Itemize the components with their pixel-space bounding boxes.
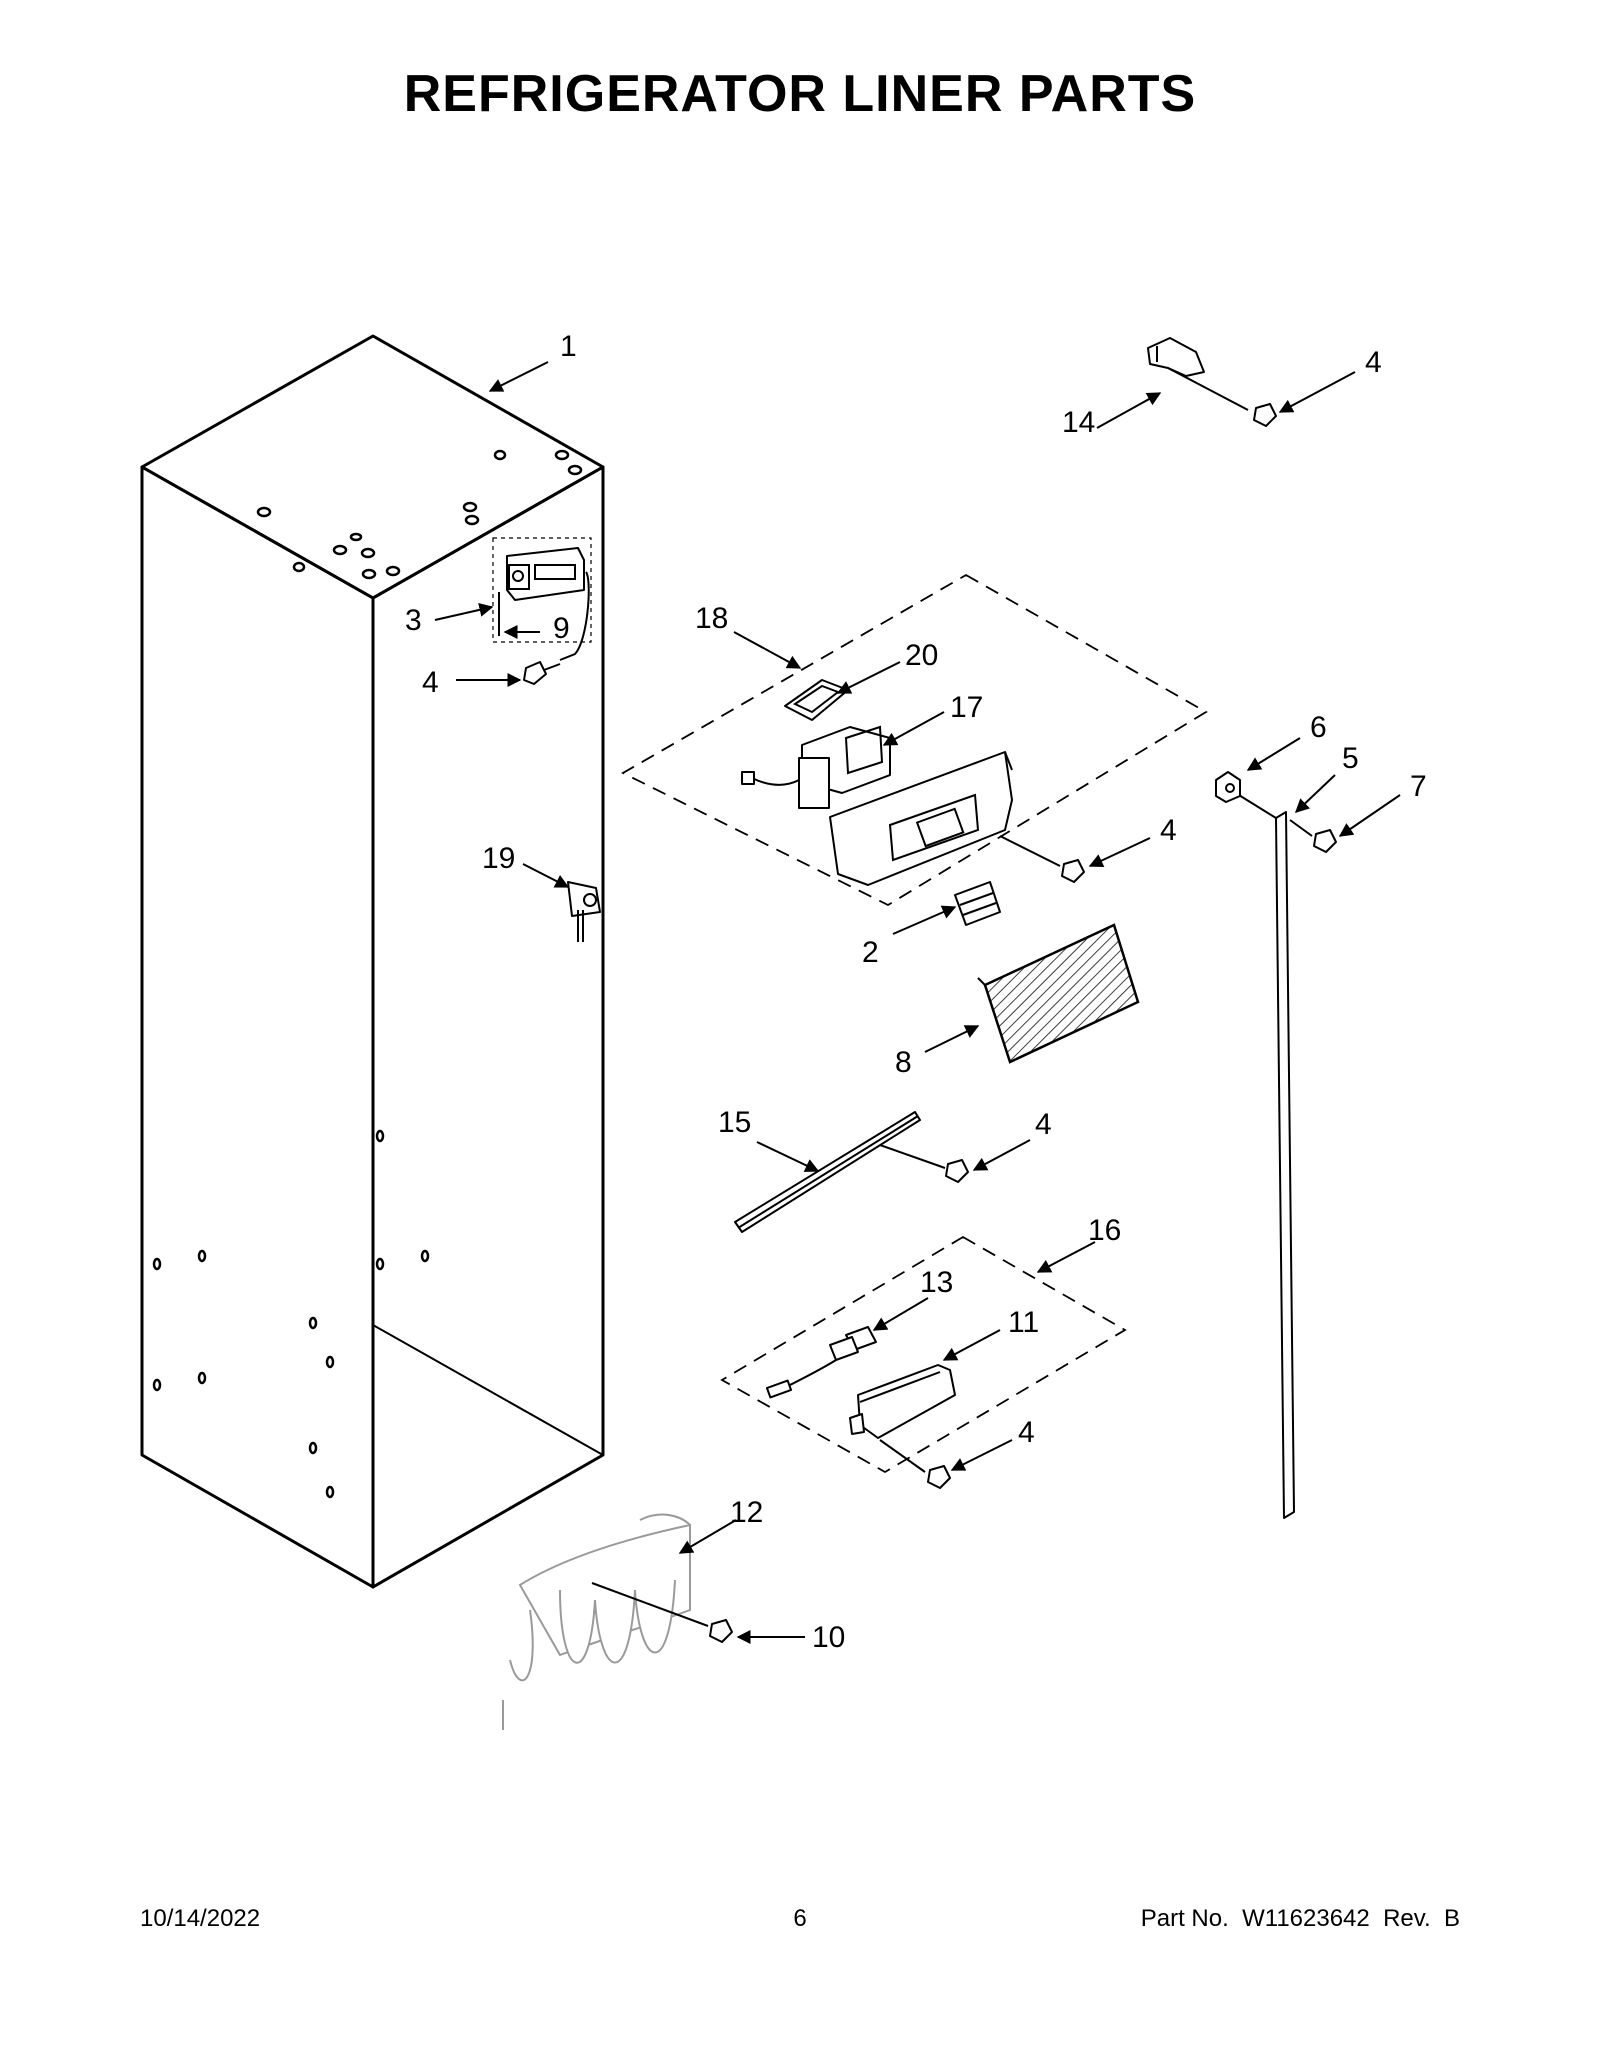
footer-date: 10/14/2022	[140, 1905, 261, 1932]
callout-19: 19	[482, 842, 515, 875]
callout-20: 20	[905, 639, 938, 672]
screw-panel	[999, 835, 1085, 883]
rail-part	[734, 1111, 969, 1233]
callout-8: 8	[895, 1046, 912, 1079]
callout-4-panel: 4	[1160, 814, 1177, 847]
callout-6: 6	[1310, 711, 1327, 744]
callout-4-light: 4	[1018, 1416, 1035, 1449]
callout-14: 14	[1062, 406, 1095, 439]
callout-11: 11	[1008, 1306, 1039, 1339]
callout-15: 15	[718, 1106, 751, 1139]
callout-17: 17	[950, 691, 983, 724]
callout-10: 10	[812, 1621, 845, 1654]
callout-2: 2	[862, 936, 879, 969]
footer-page-number: 6	[793, 1905, 807, 1932]
light-assembly-boundary	[720, 1235, 1127, 1474]
callout-16: 16	[1088, 1214, 1121, 1247]
cover-part	[977, 923, 1140, 1064]
thermistor-part	[567, 881, 601, 942]
callout-9: 9	[553, 612, 570, 645]
strip-part	[1233, 791, 1295, 1519]
control-box	[492, 537, 592, 661]
assembly-boundary	[621, 573, 1208, 907]
connector-part	[765, 1326, 877, 1399]
callout-4-left: 4	[422, 666, 439, 699]
callout-labels: 1 4 14 3 9 4 19 18 20 17 4 6 5 7 2 8 15 …	[405, 330, 1427, 1654]
control-panel-part	[829, 751, 1013, 886]
housing-part	[741, 725, 891, 809]
footer-part-number: Part No. W11623642 Rev. B	[1140, 1905, 1460, 1932]
callout-13: 13	[920, 1266, 953, 1299]
clip-part	[1215, 771, 1241, 803]
light-cover-part	[849, 1364, 956, 1489]
callout-7: 7	[1410, 770, 1427, 803]
callout-3: 3	[405, 604, 422, 637]
callout-18: 18	[695, 602, 728, 635]
callout-5: 5	[1342, 742, 1359, 775]
callout-12: 12	[730, 1496, 763, 1529]
bracket-part	[1147, 337, 1277, 427]
evaporator-part	[502, 1513, 733, 1730]
callout-1: 1	[560, 330, 577, 363]
leader-lines	[434, 361, 1401, 1644]
liner-cabinet	[140, 334, 605, 1589]
gasket-part	[784, 679, 849, 721]
filter-part	[954, 881, 1001, 926]
callout-4-top: 4	[1365, 346, 1382, 379]
screw-strip	[1289, 819, 1337, 853]
callout-4-rail: 4	[1035, 1108, 1052, 1141]
screw-left	[523, 661, 561, 685]
diagram-title: REFRIGERATOR LINER PARTS	[403, 65, 1197, 123]
